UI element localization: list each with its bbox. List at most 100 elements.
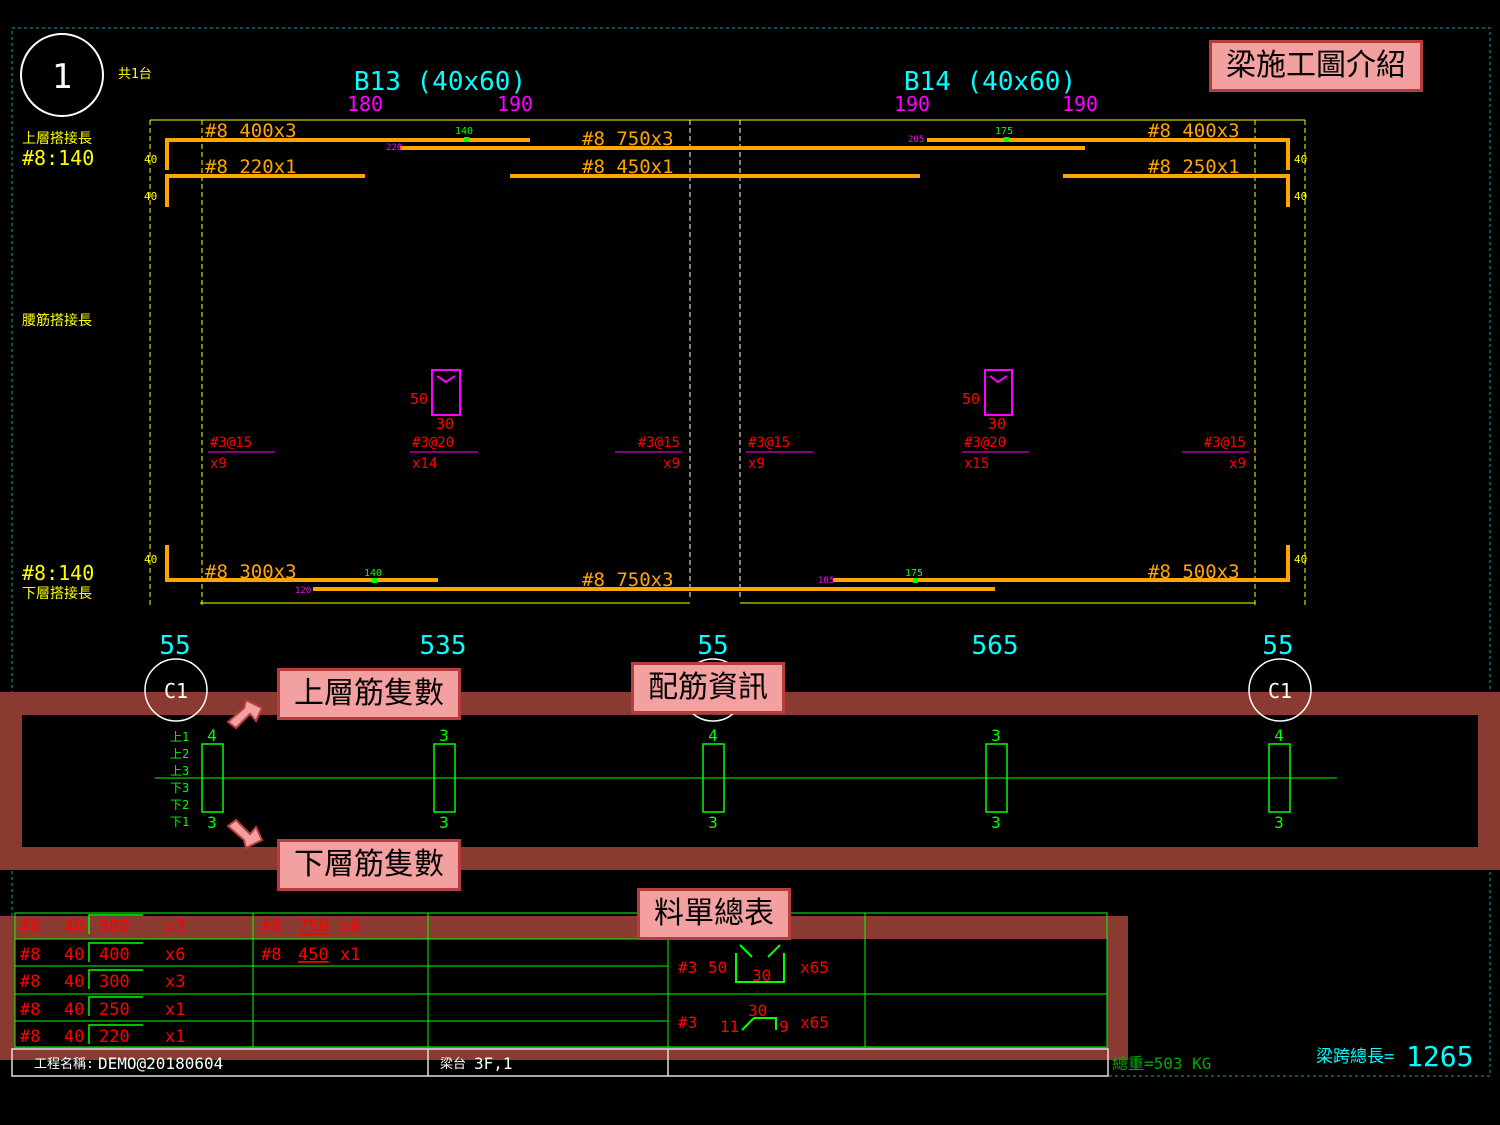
bill-straight-2-len: 450 — [298, 945, 329, 965]
waist-lap-label: 腰筋搭接長 — [22, 312, 92, 329]
bill-straight-2-qty: x1 — [340, 945, 360, 965]
bill-rows: #8 40 500 x3 #8 40 400 x6 #8 40 300 x3 #… — [20, 917, 360, 1047]
top-lap-1: 140 — [455, 126, 473, 137]
sheet-number-circle — [20, 33, 104, 117]
top-bar-l2-right: #8 250x1 — [1148, 156, 1240, 178]
section-top-count-2: 3 — [439, 726, 449, 745]
bill-row-2-bar: #8 — [20, 945, 40, 965]
section-top-count-1: 4 — [207, 726, 217, 745]
bottom-count-callout: 下層筋隻數 — [277, 839, 461, 891]
b13-dim-right: 190 — [497, 92, 533, 116]
bill-stirrup2-bar: #3 — [678, 1013, 697, 1032]
top-lap-2: 220 — [386, 143, 402, 153]
top-bar-lap-marks — [464, 137, 1009, 142]
span-dim-5: 55 — [1262, 631, 1293, 661]
bottom-lap-label: 下層搭接長 — [22, 585, 92, 602]
section-top-count-3: 4 — [708, 726, 718, 745]
bill-row-2-qty: x6 — [165, 945, 185, 965]
bill-tie-shape-icon — [741, 1017, 777, 1031]
span-dim-2: 535 — [420, 631, 467, 661]
top-lap-label: 上層搭接長 — [22, 130, 92, 147]
bill-table-grid — [14, 912, 1108, 1048]
beam-label: 梁台 — [440, 1057, 466, 1072]
bottom-bar-lap-marks — [372, 578, 918, 583]
bill-row-3-len: 300 — [99, 972, 130, 992]
section-top-count-5: 4 — [1274, 726, 1284, 745]
project-name: DEMO@20180604 — [98, 1054, 223, 1073]
bill-straight-2-bar: #8 — [261, 945, 281, 965]
bill-row-3-qty: x3 — [165, 972, 185, 992]
bill-row-4-qty: x1 — [165, 1000, 185, 1020]
layer-top-3: 上3 — [170, 764, 189, 778]
column-marker-right — [1248, 658, 1312, 722]
bill-stirrup1-qty: x65 — [800, 958, 829, 977]
hook-br: 40 — [1294, 553, 1307, 566]
span-dim-3: 55 — [697, 631, 728, 661]
bill-stirrup2-a: 11 — [720, 1017, 739, 1036]
column-marker-left — [144, 658, 208, 722]
top-bar-l1-right: #8 400x3 — [1148, 120, 1240, 142]
bill-row-5-hook: 40 — [64, 1027, 84, 1047]
beam-title-b13: B13 (40x60) — [354, 67, 526, 97]
section-bottom-count-4: 3 — [991, 813, 1001, 832]
beam-outline — [149, 119, 1306, 608]
layer-top-1: 上1 — [170, 730, 189, 744]
bottom-lap-3: 105 — [818, 576, 834, 586]
section-bottom-count-2: 3 — [439, 813, 449, 832]
bill-stirrup-shape-icon — [735, 944, 785, 983]
stirrup-spec-2: #3@20 — [412, 435, 454, 451]
bill-straight-1-qty: x6 — [340, 917, 360, 937]
stirrup-spec-5: #3@20 — [964, 435, 1006, 451]
layer-bottom-3: 下3 — [170, 781, 189, 795]
stirrup-h-2: 50 — [962, 390, 980, 408]
span-dim-4: 565 — [972, 631, 1019, 661]
bill-stirrup2-qty: x65 — [800, 1013, 829, 1032]
hook-tr1: 40 — [1294, 153, 1307, 166]
total-length-value: 1265 — [1406, 1040, 1473, 1073]
section-bottom-count-3: 3 — [708, 813, 718, 832]
stirrup-h-1: 50 — [410, 390, 428, 408]
bill-hook-marks — [88, 914, 143, 1044]
column-label-left: C1 — [164, 679, 188, 703]
hook-tl2: 40 — [144, 190, 157, 203]
layer-top-2: 上2 — [170, 747, 189, 761]
count-label: 共1台 — [118, 67, 152, 82]
page-title-callout: 梁施工圖介紹 — [1209, 40, 1423, 92]
section-boxes — [201, 743, 1291, 813]
bill-row-2-len: 400 — [99, 945, 130, 965]
top-lap-value: #8:140 — [22, 146, 94, 170]
bill-stirrup2-w: 30 — [748, 1001, 767, 1020]
stirrup-spec-1: #3@15 — [210, 435, 252, 451]
beam-title-b14: B14 (40x60) — [904, 67, 1076, 97]
top-bar-l1-left: #8 400x3 — [205, 120, 297, 142]
stirrup-count-4: x9 — [748, 456, 765, 472]
stirrup-spec-4: #3@15 — [748, 435, 790, 451]
bottom-lap-1: 140 — [364, 568, 382, 579]
bill-stirrup2-b: 9 — [779, 1017, 789, 1036]
layer-bottom-2: 下2 — [170, 798, 189, 812]
bill-row-2-hook: 40 — [64, 945, 84, 965]
bill-row-1-bar: #8 — [20, 917, 40, 937]
total-length-label: 梁跨總長= — [1316, 1047, 1394, 1067]
bill-row-3-bar: #8 — [20, 972, 40, 992]
stirrup-spec-6: #3@15 — [1204, 435, 1246, 451]
hook-bl: 40 — [144, 553, 157, 566]
bill-row-5-bar: #8 — [20, 1027, 40, 1047]
top-count-callout: 上層筋隻數 — [277, 668, 461, 720]
stirrup-count-5: x15 — [964, 456, 989, 472]
column-lines — [689, 120, 741, 600]
callout-arrow-icon — [226, 698, 264, 850]
b14-dim-right: 190 — [1062, 92, 1098, 116]
stirrup-count-1: x9 — [210, 456, 227, 472]
stirrup-count-2: x14 — [412, 456, 437, 472]
bottom-lap-value: #8:140 — [22, 561, 94, 585]
bill-row-3-hook: 40 — [64, 972, 84, 992]
stirrup-w-2: 30 — [988, 415, 1006, 433]
bill-stirrup1-w: 30 — [752, 966, 771, 985]
bill-row-1-qty: x3 — [165, 917, 185, 937]
top-bars — [165, 138, 1290, 207]
project-label: 工程名稱: — [34, 1056, 94, 1072]
stirrup-count-6: x9 — [1229, 456, 1246, 472]
bill-row-1-hook: 40 — [64, 917, 84, 937]
